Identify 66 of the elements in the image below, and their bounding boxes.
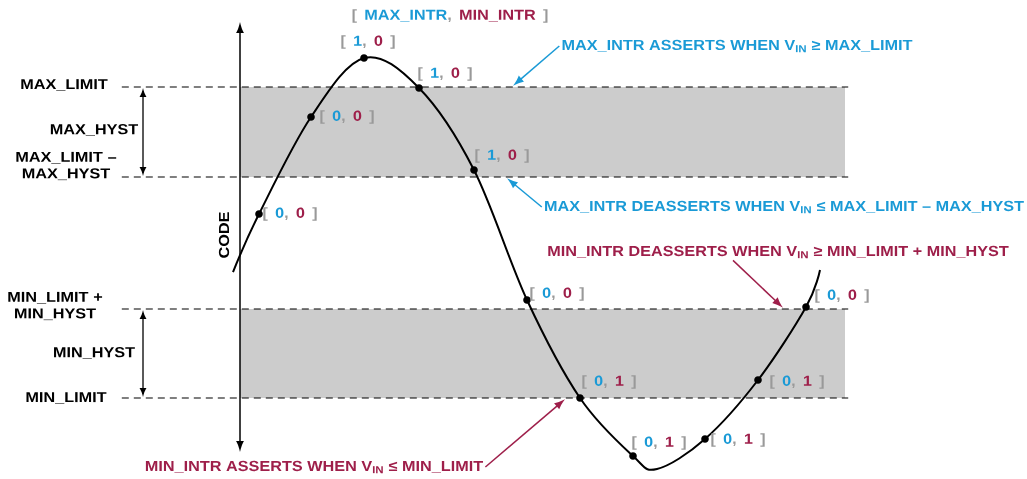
label: 0 (296, 207, 305, 218)
label: MAX_INTR (365, 9, 447, 22)
label: , (342, 118, 345, 123)
annotation-text: MIN_INTR ASSERTS WHEN V$_{IN}$ ≤ MIN_LIMIT (145, 460, 483, 474)
level-label: MIN_HYST (54, 347, 135, 359)
label: [ (341, 35, 346, 49)
state-label: [ 0, 1 ] (582, 375, 636, 389)
legend-key: [ MAX_INTR, MIN_INTR ] (352, 9, 548, 23)
label: , (285, 215, 288, 220)
label: 1 (488, 149, 496, 160)
annotation-text: MAX_INTR DEASSERTS WHEN V$_{IN}$ ≤ MAX_LIMIT – MAX_HYST (545, 200, 1024, 214)
label: , (363, 43, 366, 48)
level-label: MAX_LIMIT (21, 79, 108, 91)
label: [ (711, 433, 716, 447)
state-label: [ 0, 0 ] (320, 110, 374, 124)
label: MIN_INTR (460, 9, 536, 22)
state-label: [ 0, 1 ] (632, 436, 686, 450)
state-label: [ 1, 0 ] (475, 149, 529, 163)
leader-line (484, 400, 564, 468)
state-label: [ 1, 0 ] (341, 35, 395, 49)
label: 0 (374, 35, 383, 46)
state-label: [ 0, 1 ] (770, 375, 824, 389)
annotation-text: MAX_INTR ASSERTS WHEN V$_{IN}$ ≥ MAX_LIMIT (562, 39, 913, 53)
annotation-text: MIN_INTR DEASSERTS WHEN V$_{IN}$ ≥ MIN_LIMIT + MIN_HYST (548, 245, 1009, 259)
label: , (448, 17, 451, 22)
state-label: [ 1, 0 ] (418, 67, 472, 81)
leader-line (514, 45, 561, 85)
label: [ (263, 207, 268, 221)
label: [ (632, 436, 637, 450)
label: ] (543, 9, 548, 23)
level-label: MIN_LIMIT + MIN_HYST (8, 291, 103, 321)
label: 0 (848, 289, 857, 300)
label: 1 (354, 35, 362, 46)
label: [ (320, 110, 325, 124)
label: , (654, 444, 657, 449)
label: ] (681, 436, 686, 450)
label: 0 (723, 433, 732, 444)
state-label: [ 0, 0 ] (815, 289, 869, 303)
level-label: CODE (218, 212, 230, 258)
label: 0 (644, 436, 653, 447)
label: 0 (275, 207, 284, 218)
label: ] (312, 207, 317, 221)
label: [ (352, 9, 357, 23)
label: ] (864, 289, 869, 303)
label: 0 (508, 149, 517, 160)
label: ] (760, 433, 765, 447)
state-label: [ 0, 0 ] (530, 287, 584, 301)
label: , (733, 441, 736, 446)
state-label: [ 0, 1 ] (711, 433, 765, 447)
label: , (497, 157, 500, 162)
threshold-line (121, 397, 849, 399)
threshold-line (121, 176, 849, 178)
leader-line (508, 179, 543, 208)
threshold-line (121, 86, 849, 88)
level-label: MAX_HYST (50, 124, 139, 136)
level-label: MAX_LIMIT – MAX_HYST (16, 151, 117, 181)
state-label: [ 0, 0 ] (263, 207, 317, 221)
label: 0 (353, 110, 362, 121)
label: 1 (744, 433, 753, 444)
label: ] (390, 35, 395, 49)
leader-line (732, 259, 782, 307)
label: ] (369, 110, 374, 124)
level-label: MIN_LIMIT (26, 392, 107, 404)
threshold-line (121, 308, 849, 310)
label: 1 (665, 436, 674, 447)
label: 0 (332, 110, 341, 121)
